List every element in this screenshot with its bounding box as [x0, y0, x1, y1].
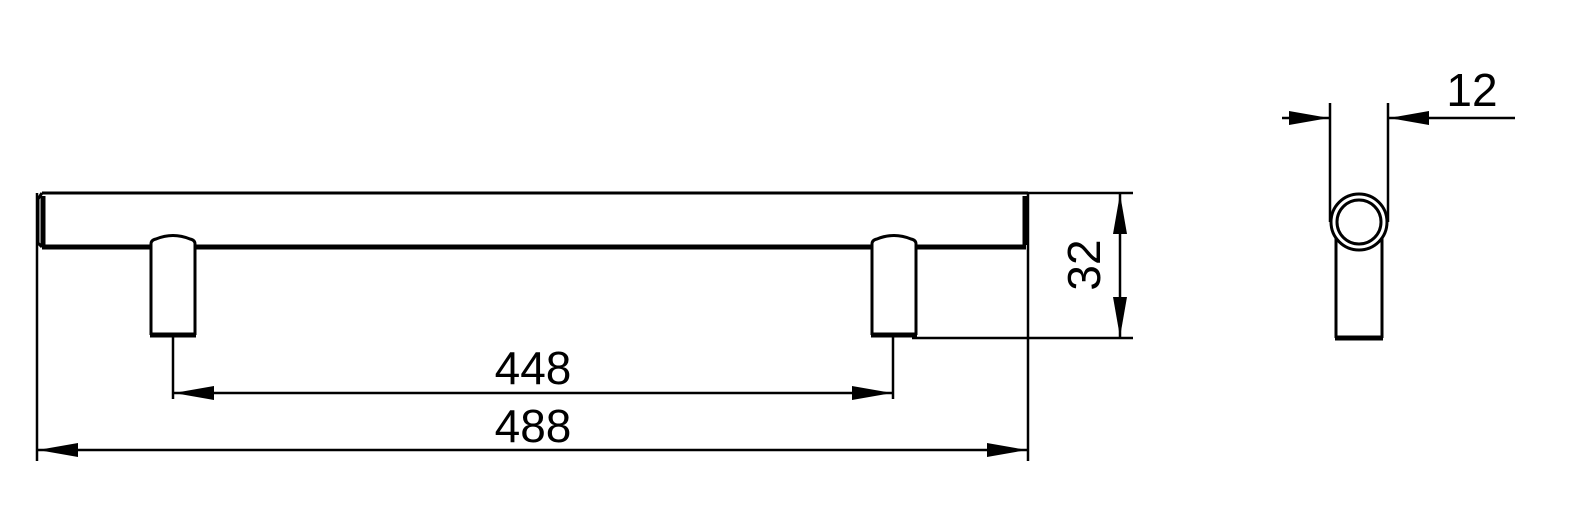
right-post — [870, 234, 918, 338]
post-side — [1334, 238, 1384, 341]
left-post — [149, 234, 197, 338]
dim-label-12: 12 — [1446, 64, 1497, 116]
bar-section-outer — [1329, 192, 1389, 252]
side-view — [1282, 103, 1515, 341]
dim-label-32: 32 — [1058, 239, 1110, 290]
bar-section-inner — [1335, 198, 1383, 246]
dim-label-448: 448 — [495, 342, 572, 394]
front-view — [35, 191, 1133, 461]
dim-label-488: 488 — [495, 400, 572, 452]
